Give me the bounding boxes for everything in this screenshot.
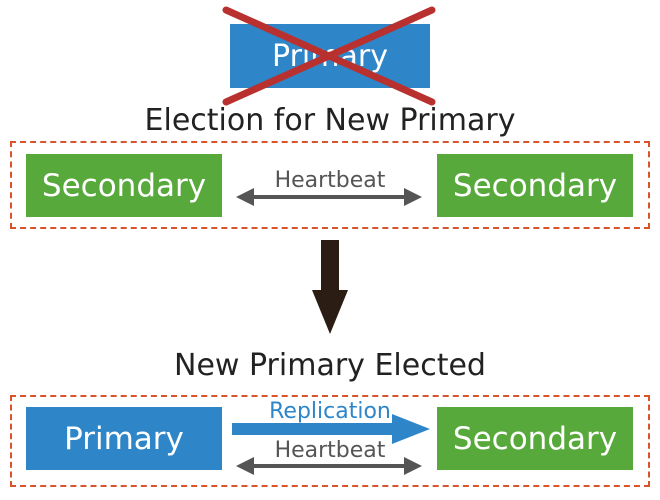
- election-secondary-left-label: Secondary: [41, 167, 207, 204]
- elected-primary-label: Primary: [64, 420, 184, 457]
- elected-secondary-label: Secondary: [452, 420, 618, 457]
- elected-title: New Primary Elected: [174, 348, 486, 383]
- replication-label: Replication: [269, 399, 391, 424]
- elected-group-box: [10, 395, 650, 487]
- election-title: Election for New Primary: [144, 103, 516, 138]
- election-secondary-right: Secondary: [437, 154, 633, 217]
- election-heartbeat-label: Heartbeat: [274, 168, 386, 193]
- elected-heartbeat-label: Heartbeat: [274, 438, 386, 463]
- elected-secondary-node: Secondary: [437, 407, 633, 470]
- election-secondary-right-label: Secondary: [452, 167, 618, 204]
- elected-primary-node: Primary: [26, 407, 222, 470]
- election-secondary-left: Secondary: [26, 154, 222, 217]
- election-group-box: [10, 141, 650, 229]
